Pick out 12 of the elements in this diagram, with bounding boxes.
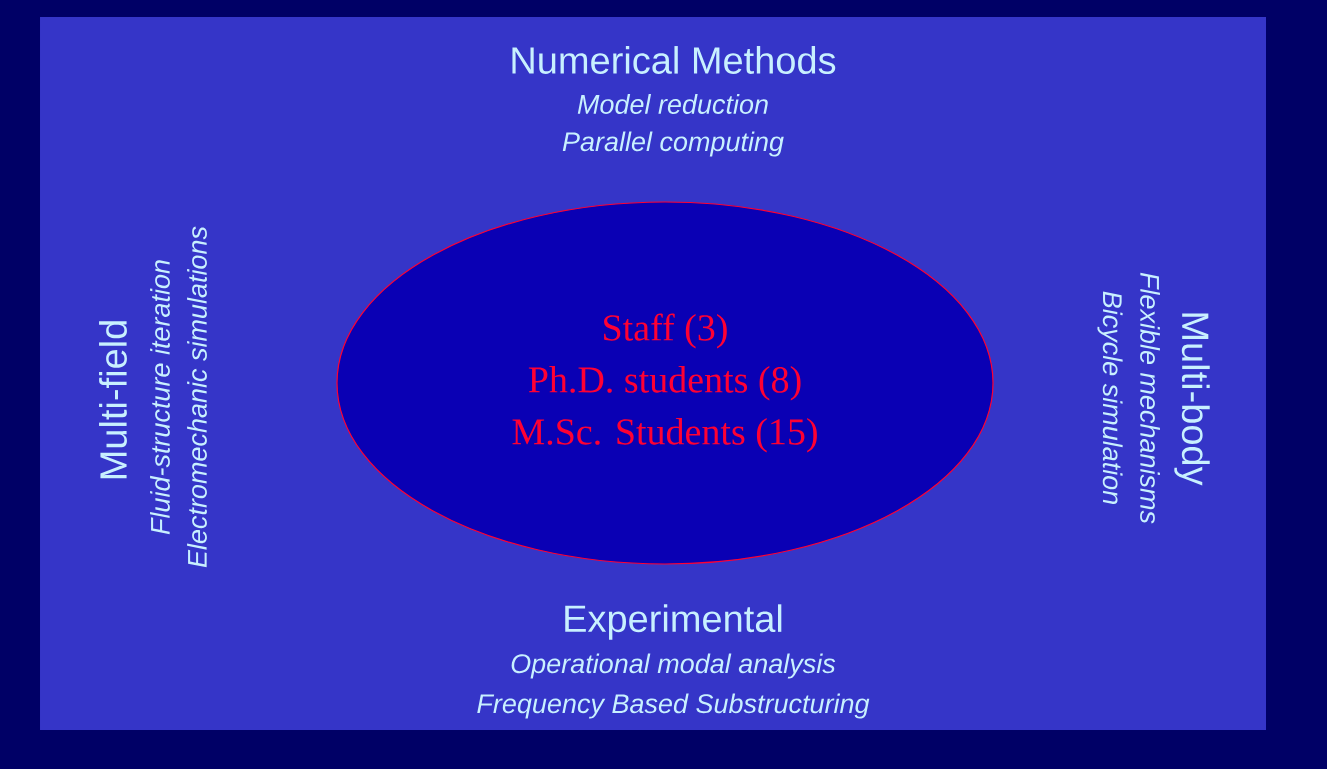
subtopic-text: Flexible mechanisms — [1140, 272, 1160, 524]
subtopic-text: Fluid-structure iteration — [150, 260, 170, 535]
subtopic-text: Model reduction — [577, 94, 768, 114]
subtopic-text: Frequency Based Substructuring — [477, 693, 870, 719]
subtopic-text: Parallel computing — [562, 131, 784, 157]
subtopic-text: Operational modal analysis — [511, 653, 836, 679]
topic-heading: Experimental — [565, 604, 782, 640]
topic-heading: Numerical Methods — [512, 46, 836, 74]
topic-heading: Multi-field — [99, 321, 127, 479]
topic-heading: Multi-body — [1174, 313, 1210, 486]
subtopic-text: Electromechanic simulations — [187, 226, 207, 568]
subtopic-text: Bicycle simulation — [1097, 291, 1123, 504]
